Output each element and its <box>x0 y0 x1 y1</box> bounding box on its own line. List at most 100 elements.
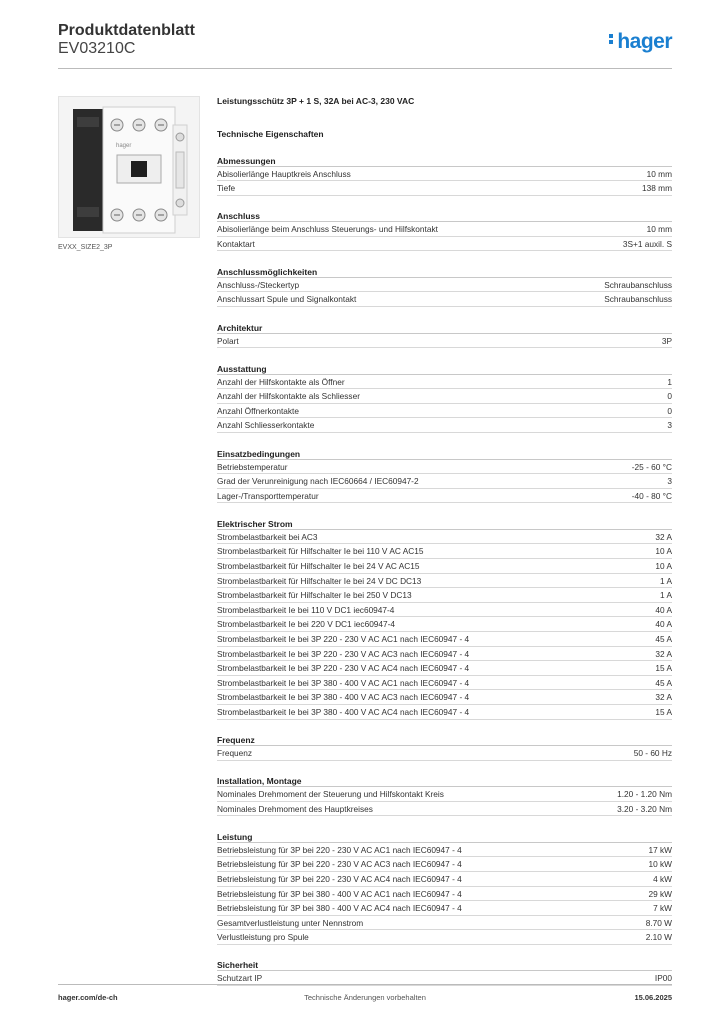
footer-divider <box>58 984 672 985</box>
spec-row: Strombelastbarkeit Ie bei 110 V DC1 iec6… <box>217 603 672 618</box>
spec-value: 10 kW <box>648 859 672 870</box>
spec-row: Grad der Verunreinigung nach IEC60664 / … <box>217 474 672 489</box>
spec-label: Anschlussart Spule und Signalkontakt <box>217 294 357 305</box>
spec-value: Schraubanschluss <box>604 294 672 305</box>
spec-label: Strombelastbarkeit Ie bei 3P 380 - 400 V… <box>217 692 470 703</box>
spec-label: Strombelastbarkeit für Hilfschalter Ie b… <box>217 561 420 571</box>
spec-value: 45 A <box>655 677 672 688</box>
spec-value: 1 <box>667 376 672 387</box>
spec-label: Verlustleistung pro Spule <box>217 932 309 943</box>
section-title: Installation, Montage <box>217 775 672 788</box>
datasheet-content: Leistungsschütz 3P + 1 S, 32A bei AC-3, … <box>217 95 672 987</box>
section-title: Einsatzbedingungen <box>217 448 672 460</box>
spec-label: Abisolierlänge Hauptkreis Anschluss <box>217 168 351 179</box>
spec-label: Strombelastbarkeit bei AC3 <box>217 531 318 542</box>
spec-label: Betriebsleistung für 3P bei 380 - 400 V … <box>217 888 462 899</box>
spec-value: 8.70 W <box>645 917 672 928</box>
spec-label: Grad der Verunreinigung nach IEC60664 / … <box>217 476 419 487</box>
spec-label: Gesamtverlustleistung unter Nennstrom <box>217 917 364 928</box>
spec-value: 29 kW <box>648 888 672 899</box>
spec-value: 1.20 - 1.20 Nm <box>617 789 672 800</box>
spec-value: 15 A <box>655 663 672 674</box>
spec-value: 3S+1 auxil. S <box>622 238 672 249</box>
page-title: Produktdatenblatt <box>58 22 195 39</box>
spec-value: 4 kW <box>653 874 672 884</box>
spec-value: 0 <box>667 405 672 416</box>
section-title: Abmessungen <box>217 155 672 167</box>
spec-value: 32 A <box>655 692 672 703</box>
spec-label: Strombelastbarkeit Ie bei 3P 220 - 230 V… <box>217 633 470 644</box>
spec-row: Lager-/Transporttemperatur-40 - 80 °C <box>217 489 672 504</box>
spec-label: Tiefe <box>217 183 236 194</box>
spec-row: Strombelastbarkeit Ie bei 3P 380 - 400 V… <box>217 676 672 691</box>
spec-row: Betriebsleistung für 3P bei 220 - 230 V … <box>217 872 672 887</box>
article-number: EV03210C <box>58 40 136 57</box>
spec-value: 15 A <box>655 706 672 717</box>
spec-row: Strombelastbarkeit Ie bei 3P 220 - 230 V… <box>217 661 672 676</box>
spec-value: 40 A <box>655 604 672 615</box>
product-image: hager <box>58 96 200 238</box>
spec-label: Anzahl Öffnerkontakte <box>217 405 299 416</box>
section-title: Leistung <box>217 831 672 843</box>
spec-row: Abisolierlänge beim Anschluss Steuerungs… <box>217 222 672 237</box>
spec-label: Strombelastbarkeit Ie bei 3P 380 - 400 V… <box>217 677 470 688</box>
spec-label: Anzahl der Hilfskontakte als Öffner <box>217 376 345 387</box>
spec-row: Betriebsleistung für 3P bei 380 - 400 V … <box>217 901 672 916</box>
contactor-picture: hager <box>59 97 199 237</box>
spec-value: 3.20 - 3.20 Nm <box>617 803 672 814</box>
spec-row: Strombelastbarkeit Ie bei 3P 380 - 400 V… <box>217 705 672 720</box>
spec-value: 10 mm <box>646 168 672 179</box>
spec-label: Frequenz <box>217 748 253 759</box>
spec-row: Strombelastbarkeit bei AC3 32 A <box>217 530 672 545</box>
spec-label: Anzahl der Hilfskontakte als Schliesser <box>217 391 360 402</box>
product-description: Leistungsschütz 3P + 1 S, 32A bei AC-3, … <box>217 96 415 106</box>
spec-value: 40 A <box>655 619 672 630</box>
footer-website[interactable]: hager.com/de-ch <box>58 993 118 1002</box>
spec-row: Strombelastbarkeit für Hilfschalter Ie b… <box>217 559 672 574</box>
spec-row: Betriebsleistung für 3P bei 380 - 400 V … <box>217 887 672 902</box>
spec-value: 1 A <box>660 590 672 601</box>
spec-value: 32 A <box>655 648 672 659</box>
spec-row: Anzahl der Hilfskontakte als Öffner 1 <box>217 375 672 390</box>
spec-label: Betriebstemperatur <box>217 461 288 472</box>
spec-label: Abisolierlänge beim Anschluss Steuerungs… <box>217 224 438 235</box>
spec-row: Anschlussart Spule und Signalkontakt Schr… <box>217 292 672 308</box>
spec-row: Anzahl Öffnerkontakte 0 <box>217 404 672 419</box>
spec-label: Strombelastbarkeit Ie bei 3P 220 - 230 V… <box>217 648 470 659</box>
spec-row: Betriebsleistung für 3P bei 220 - 230 V … <box>217 857 672 872</box>
spec-label: Betriebsleistung für 3P bei 220 - 230 V … <box>217 874 462 884</box>
spec-value: -40 - 80 °C <box>631 490 672 501</box>
section-title: Frequenz <box>217 734 672 747</box>
spec-row: Anzahl der Hilfskontakte als Schliesser 0 <box>217 389 672 404</box>
spec-row: Strombelastbarkeit für Hilfschalter Ie b… <box>217 544 672 559</box>
logo-dots-icon <box>609 32 614 46</box>
header-divider <box>58 68 672 69</box>
spec-label: Betriebsleistung für 3P bei 220 - 230 V … <box>217 844 462 855</box>
spec-value: -25 - 60 °C <box>631 461 672 472</box>
spec-value: 0 <box>667 391 672 402</box>
page-header: Produktdatenblatt EV03210C hager <box>58 20 672 68</box>
spec-label: Schutzart IP <box>217 973 263 984</box>
spec-label: Strombelastbarkeit Ie bei 3P 220 - 230 V… <box>217 663 470 674</box>
spec-label: Strombelastbarkeit Ie bei 110 V DC1 iec6… <box>217 604 395 615</box>
spec-value: 32 A <box>655 531 672 542</box>
section-title: Anschluss <box>217 210 672 223</box>
spec-row: Abisolierlänge Hauptkreis Anschluss 10 mm <box>217 167 672 182</box>
spec-label: Strombelastbarkeit Ie bei 220 V DC1 iec6… <box>217 619 396 630</box>
spec-value: Schraubanschluss <box>604 279 672 290</box>
page-footer: hager.com/de-ch Technische Änderungen vo… <box>58 993 672 1007</box>
spec-label: Betriebsleistung für 3P bei 380 - 400 V … <box>217 903 462 914</box>
